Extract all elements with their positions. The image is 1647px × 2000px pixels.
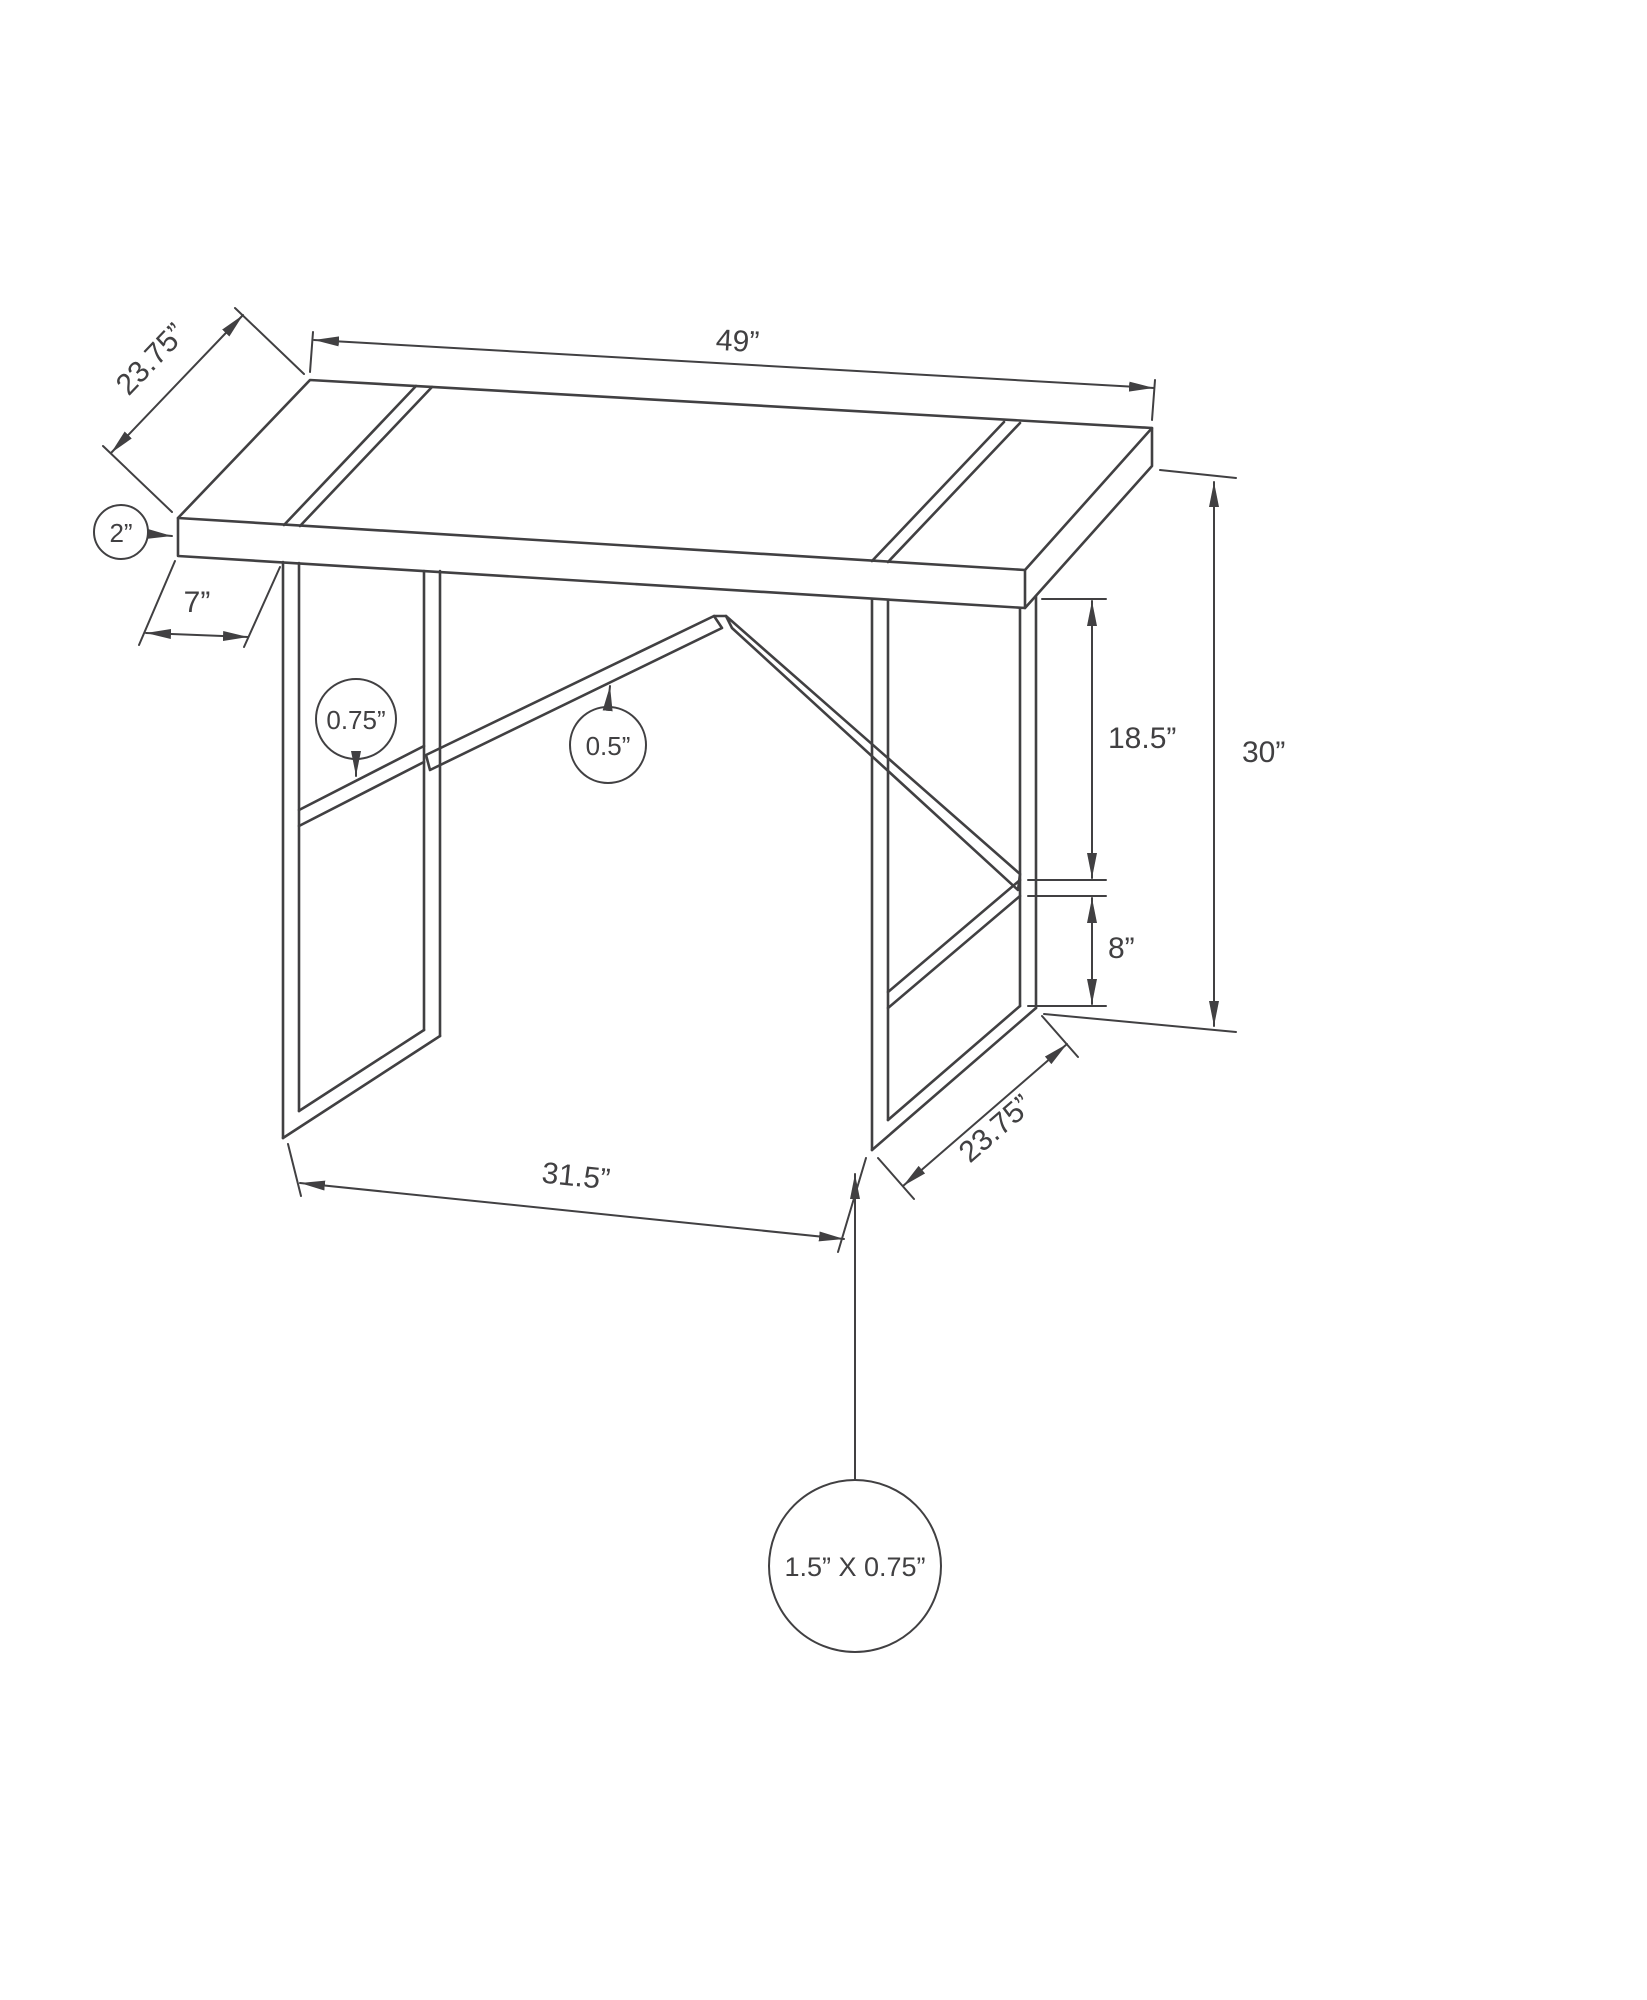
dim-top-length-extensions xyxy=(309,331,1156,421)
left-leg-front-bar xyxy=(281,560,301,1140)
dimension-annotations: 23.75” 49” 2” 7” 0.75” xyxy=(93,307,1285,1653)
left-leg-frame xyxy=(281,560,442,1140)
v-brace-right-arm xyxy=(724,614,1022,892)
label-top-depth: 23.75” xyxy=(110,317,193,401)
dim-top-overhang: 7” xyxy=(138,560,281,648)
left-leg-bottom-bar xyxy=(281,1028,442,1140)
dim-top-length: 49” xyxy=(309,324,1156,421)
left-leg-back-bar xyxy=(422,569,442,1038)
dim-upper-leg-opening: 18.5” xyxy=(1027,598,1176,881)
dim-overall-height-extensions xyxy=(1043,469,1237,1033)
callout-top-thickness-leader xyxy=(146,528,173,539)
callout-tube-profile-circle xyxy=(768,1479,942,1653)
label-shelf-thickness: 0.75” xyxy=(326,705,385,735)
desk-top-front-face xyxy=(176,516,1027,610)
dim-lower-leg-opening: 8” xyxy=(1027,895,1135,1007)
desk-top xyxy=(176,378,1154,610)
label-top-length: 49” xyxy=(715,324,760,359)
callout-top-thickness: 2” xyxy=(93,504,173,560)
v-brace-left-arm xyxy=(424,614,724,772)
label-lower-leg-opening: 8” xyxy=(1108,932,1135,965)
label-overall-height: 30” xyxy=(1242,736,1285,769)
desk-drawing xyxy=(176,378,1154,1152)
dim-upper-leg-opening-extensions xyxy=(1027,598,1107,881)
desk-top-end-face xyxy=(1023,426,1154,610)
left-leg-shelf-bar xyxy=(297,744,426,828)
label-top-overhang: 7” xyxy=(184,586,211,619)
dim-overall-height: 30” xyxy=(1043,469,1285,1033)
dim-lower-leg-opening-extensions xyxy=(1027,895,1107,1007)
desk-top-surface xyxy=(176,378,1154,572)
label-upper-leg-opening: 18.5” xyxy=(1108,722,1176,755)
callout-brace-thickness: 0.5” xyxy=(569,685,647,784)
right-leg-front-bar xyxy=(870,597,890,1152)
dim-top-depth: 23.75” xyxy=(102,307,305,513)
dim-top-overhang-extensions xyxy=(138,560,281,648)
dim-top-overhang-line xyxy=(145,628,249,642)
rear-v-brace xyxy=(424,614,1022,892)
dim-leg-span-line xyxy=(299,1180,845,1242)
dim-leg-depth-extensions xyxy=(877,1015,1079,1200)
desk-top-seam-lines xyxy=(282,384,1022,564)
label-brace-thickness: 0.5” xyxy=(586,731,631,761)
right-leg-frame xyxy=(870,594,1038,1152)
right-leg-back-bar xyxy=(1018,594,1038,1010)
label-leg-depth: 23.75” xyxy=(953,1088,1039,1169)
label-leg-span: 31.5” xyxy=(540,1157,611,1197)
label-tube-profile: 1.5” X 0.75” xyxy=(784,1552,925,1582)
right-leg-shelf-bar xyxy=(886,878,1022,1010)
callout-brace-thickness-leader xyxy=(602,685,613,712)
label-top-thickness: 2” xyxy=(109,518,132,548)
dim-leg-depth-line xyxy=(902,1043,1068,1187)
dim-top-depth-line xyxy=(110,314,244,454)
dim-top-length-line xyxy=(313,336,1155,392)
dim-leg-span: 31.5” xyxy=(287,1143,867,1253)
callout-shelf-thickness: 0.75” xyxy=(315,678,397,777)
callout-tube-profile: 1.5” X 0.75” xyxy=(768,1173,942,1653)
dim-top-depth-extensions xyxy=(102,307,305,513)
